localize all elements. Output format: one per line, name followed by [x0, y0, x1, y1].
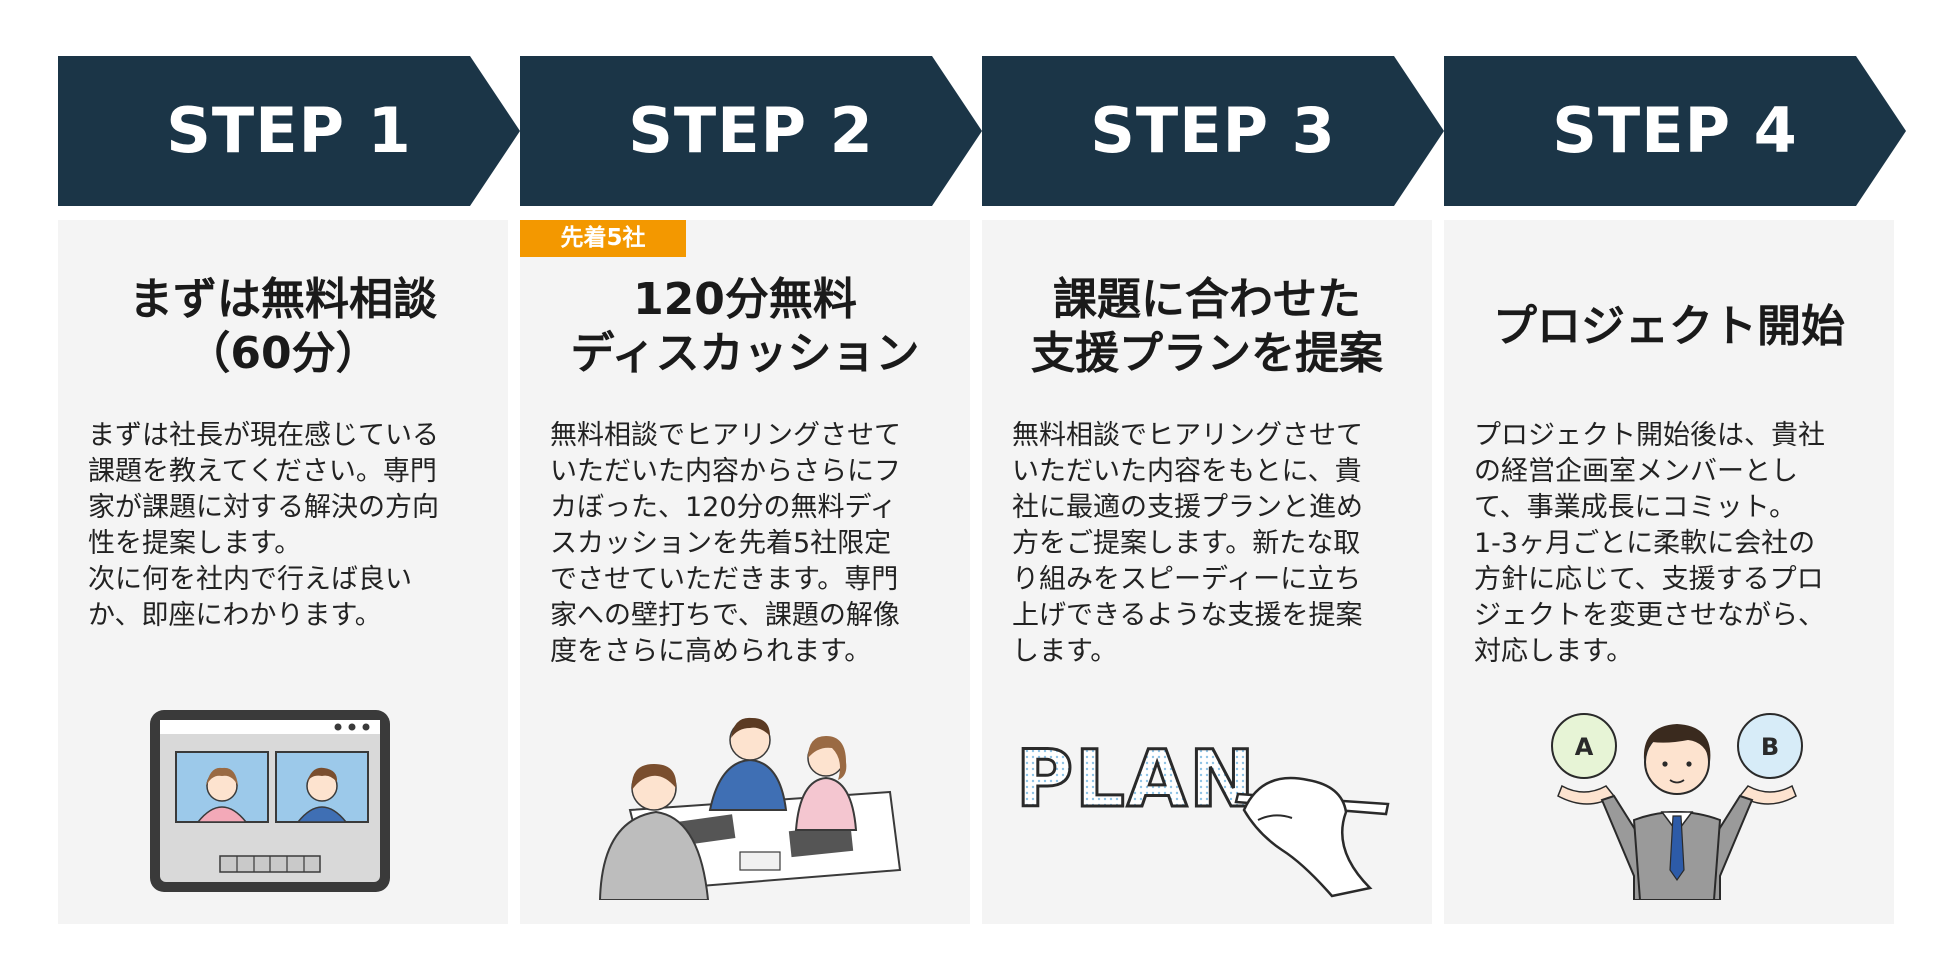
step-2-description: 無料相談でヒアリングさせて いただいた内容からさらにフ カぼった、120分の無料…: [550, 418, 950, 670]
step-1-title: STEP 1: [58, 56, 520, 206]
option-b-label: B: [1761, 733, 1779, 761]
step-3-heading: 課題に合わせた 支援プランを提案: [992, 272, 1422, 382]
step-3-card: 課題に合わせた 支援プランを提案 無料相談でヒアリングさせて いただいた内容をも…: [982, 220, 1432, 924]
step-4-card: プロジェクト開始 プロジェクト開始後は、貴社 の経営企画室メンバーとし て、事業…: [1444, 220, 1894, 924]
step-1-heading: まずは無料相談 （60分）: [68, 272, 498, 382]
step-1-card: まずは無料相談 （60分） まずは社長が現在感じている 課題を教えてください。専…: [58, 220, 508, 924]
step-2-heading: 120分無料 ディスカッション: [530, 272, 960, 382]
step-1-description: まずは社長が現在感じている 課題を教えてください。専門 家が課題に対する解決の方…: [88, 418, 488, 634]
step-3-description: 無料相談でヒアリングさせて いただいた内容をもとに、貴 社に最適の支援プランと進…: [1012, 418, 1412, 670]
team-meeting-icon: [560, 700, 940, 900]
limited-offer-badge: 先着5社: [520, 220, 686, 257]
option-a-label: A: [1575, 733, 1594, 761]
step-3: STEP 3 課題に合わせた 支援プランを提案 無料相談でヒアリングさせて いた…: [982, 56, 1502, 924]
step-4: STEP 4 プロジェクト開始 プロジェクト開始後は、貴社 の経営企画室メンバー…: [1444, 56, 1950, 924]
step-3-title: STEP 3: [982, 56, 1444, 206]
step-4-title: STEP 4: [1444, 56, 1906, 206]
plan-lettering: PLAN: [1016, 735, 1257, 825]
plan-writing-icon: PLAN: [1002, 700, 1402, 900]
businessman-choice-icon: A B: [1484, 700, 1864, 900]
step-4-heading: プロジェクト開始: [1454, 272, 1884, 382]
step-2: STEP 2 先着5社 120分無料 ディスカッション 無料相談でヒアリングさせ…: [520, 56, 1040, 924]
step-2-card: 先着5社 120分無料 ディスカッション 無料相談でヒアリングさせて いただいた…: [520, 220, 970, 924]
video-call-tablet-icon: [98, 700, 478, 900]
step-4-description: プロジェクト開始後は、貴社 の経営企画室メンバーとし て、事業成長にコミット。 …: [1474, 418, 1874, 670]
step-2-title: STEP 2: [520, 56, 982, 206]
step-1: STEP 1 まずは無料相談 （60分） まずは社長が現在感じている 課題を教え…: [58, 56, 578, 924]
